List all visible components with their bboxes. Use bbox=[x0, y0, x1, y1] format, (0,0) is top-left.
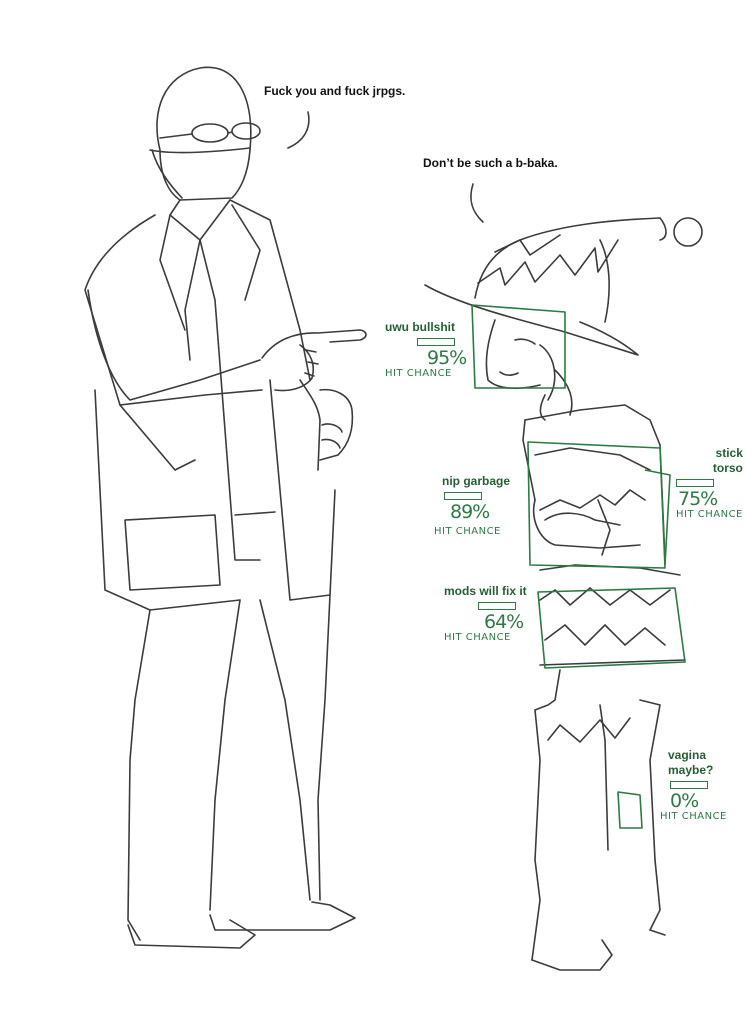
witch-figure bbox=[424, 217, 703, 971]
hit-zone-head: uwu bullshit 95% HIT CHANCE bbox=[385, 320, 467, 379]
hitbox-chest bbox=[527, 441, 666, 569]
goggles-icon bbox=[159, 122, 261, 143]
hit-bar bbox=[417, 338, 455, 346]
hit-percent: 0% bbox=[670, 790, 699, 812]
hit-zone-lower: vagina maybe? 0% HIT CHANCE bbox=[660, 748, 727, 822]
hit-bar bbox=[444, 492, 482, 500]
hit-zone-label: vagina maybe? bbox=[668, 748, 714, 777]
hit-zone-chest: nip garbage 89% HIT CHANCE bbox=[434, 474, 510, 537]
hit-caption: HIT CHANCE bbox=[444, 632, 511, 643]
hit-bar bbox=[478, 602, 516, 610]
hit-zone-label: nip garbage bbox=[442, 474, 511, 488]
hit-percent: 89% bbox=[450, 501, 490, 523]
hit-zone-skirt: mods will fix it 64% HIT CHANCE bbox=[444, 584, 527, 643]
speech-tail-left bbox=[287, 111, 310, 149]
hit-zone-label: uwu bullshit bbox=[385, 320, 455, 334]
hit-caption: HIT CHANCE bbox=[676, 509, 743, 520]
speech-text-man: Fuck you and fuck jrpgs. bbox=[264, 84, 406, 98]
hit-caption: HIT CHANCE bbox=[660, 811, 727, 822]
hit-zone-label: mods will fix it bbox=[444, 584, 527, 598]
hit-bar bbox=[670, 781, 708, 789]
hit-boxes bbox=[471, 304, 686, 829]
hitbox-small bbox=[617, 791, 643, 829]
hitbox-head bbox=[471, 304, 566, 389]
hat-pompom bbox=[673, 217, 703, 247]
hit-bar bbox=[676, 479, 714, 487]
hit-zone-label: stick torso bbox=[712, 446, 743, 475]
hit-caption: HIT CHANCE bbox=[385, 368, 452, 379]
speech-tail-right bbox=[470, 183, 484, 223]
hit-percent: 95% bbox=[427, 347, 467, 369]
man-figure bbox=[84, 66, 367, 949]
hit-percent: 75% bbox=[678, 488, 718, 510]
hitbox-torso bbox=[644, 469, 671, 566]
hit-percent: 64% bbox=[484, 611, 524, 633]
hitbox-skirt bbox=[537, 587, 686, 669]
hit-caption: HIT CHANCE bbox=[434, 526, 501, 537]
speech-text-witch: Don’t be such a b-baka. bbox=[423, 156, 558, 170]
hit-zone-torso: stick torso 75% HIT CHANCE bbox=[676, 446, 743, 520]
